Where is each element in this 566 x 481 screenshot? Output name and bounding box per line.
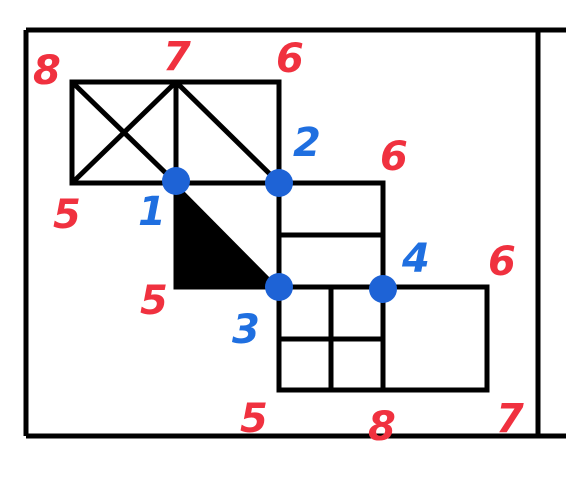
label-red-bottom-mid: 8	[368, 404, 396, 450]
cell-diagonal	[173, 79, 282, 186]
cell-empty	[380, 284, 490, 393]
vertex-dot-4	[369, 275, 397, 303]
label-red-right-upper: 6	[380, 134, 408, 180]
cell-split-horizontal	[276, 180, 386, 290]
cell-four-square-grid	[276, 284, 386, 393]
cell-filled-triangle	[173, 180, 282, 290]
label-red-left-upper: 5	[53, 192, 81, 238]
label-blue-3: 3	[232, 307, 260, 353]
label-blue-4: 4	[401, 236, 430, 282]
label-blue-1: 1	[138, 189, 166, 235]
vertex-dots	[162, 167, 397, 303]
label-red-top-right: 6	[276, 36, 304, 82]
outer-frame	[23, 27, 566, 439]
label-blue-2: 2	[293, 120, 321, 166]
label-red-bottom-right: 7	[496, 396, 524, 442]
vertex-dot-3	[265, 273, 293, 301]
vertex-dot-1	[162, 167, 190, 195]
label-red-top-mid: 7	[163, 34, 191, 80]
label-red-top-left: 8	[33, 48, 61, 94]
vertex-dot-2	[265, 169, 293, 197]
label-red-bottom-left: 5	[240, 396, 268, 442]
cell-x-cross	[69, 79, 179, 186]
label-red-left-lower: 5	[140, 278, 168, 324]
label-red-far-right: 6	[488, 239, 516, 285]
